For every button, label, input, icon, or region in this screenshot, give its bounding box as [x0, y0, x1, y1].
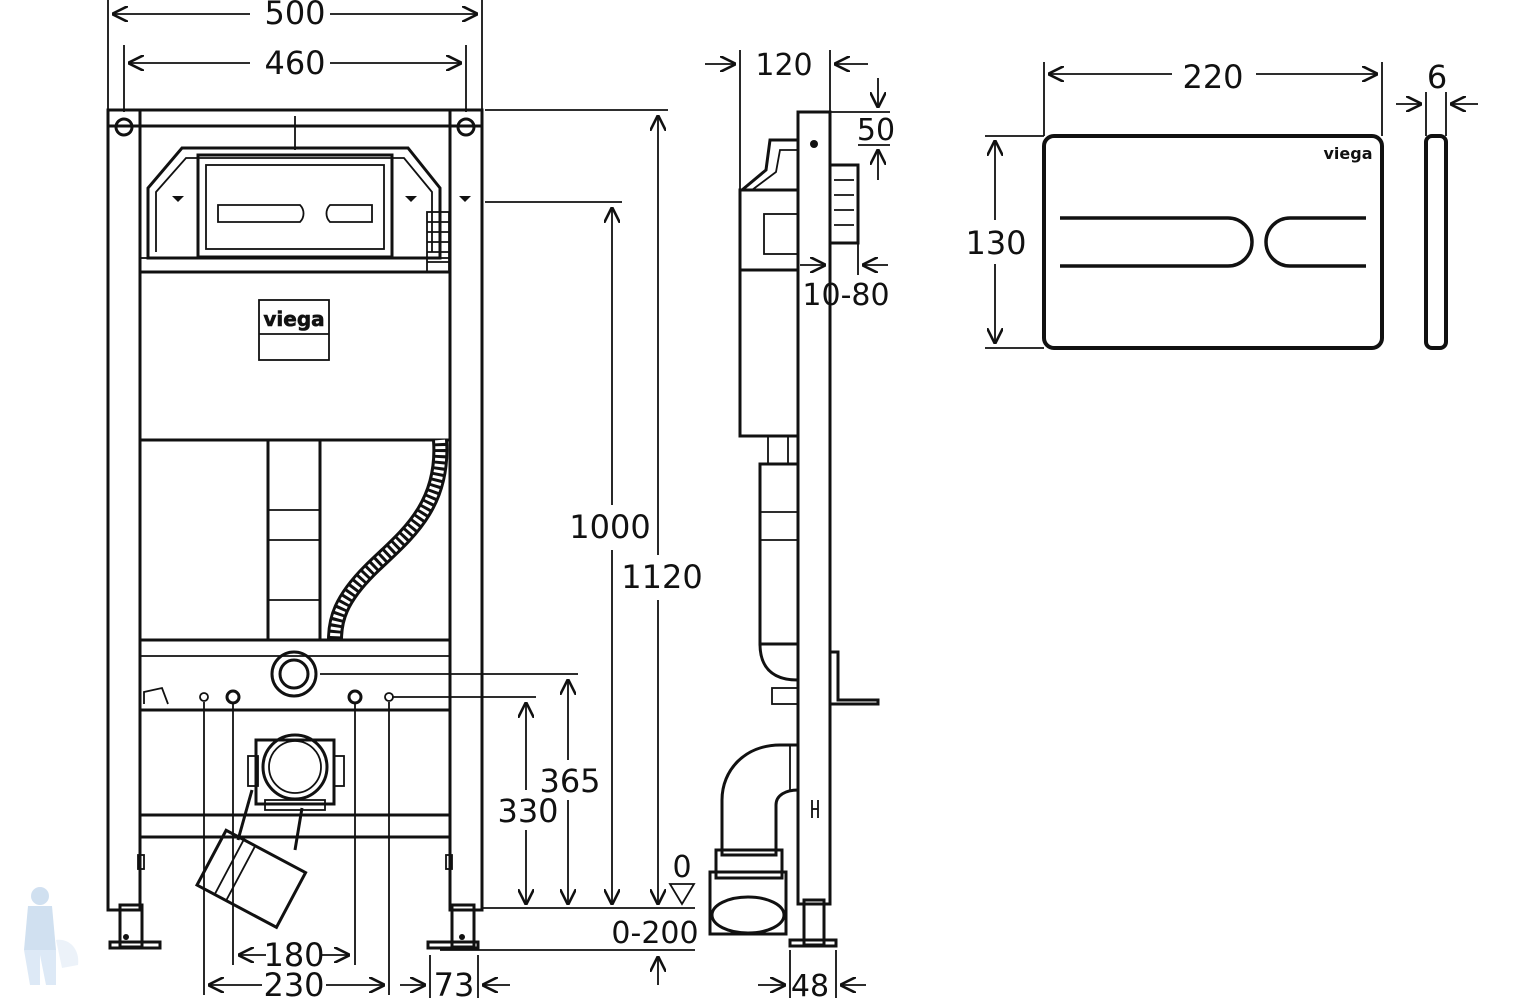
dim-height-365: 365: [539, 762, 600, 800]
side-wall-panel: [828, 163, 860, 245]
flush-outlet: [270, 650, 318, 698]
side-bracket: [830, 650, 880, 706]
cistern-body: [138, 270, 452, 442]
dim-floor-zero: 0: [672, 850, 691, 885]
front-view-frame: viega: [106, 108, 484, 950]
left-post: [106, 108, 142, 912]
side-drain-bend: [720, 743, 799, 857]
plate-brand-logo: viega: [1323, 144, 1372, 163]
drain-outlet: [261, 733, 329, 801]
dim-plate-height: 130: [965, 224, 1026, 262]
mount-hole-left: [114, 117, 134, 137]
dim-height-1120: 1120: [621, 558, 702, 596]
dim-spacing-180: 180: [263, 936, 324, 974]
dim-depth-120: 120: [755, 48, 812, 83]
bottom-rail: [138, 813, 452, 839]
side-foot: [802, 898, 826, 947]
floor-level-marker: [668, 883, 696, 906]
lower-rail: [138, 638, 452, 712]
dim-height-1000: 1000: [569, 508, 650, 546]
dim-top-50: 50: [857, 113, 895, 148]
side-view: [708, 110, 880, 948]
right-post: [448, 108, 484, 912]
dim-width-inner: 460: [264, 44, 325, 82]
flush-plate-body: [1042, 134, 1384, 350]
side-pipe: [758, 462, 800, 646]
flexible-hose: [327, 439, 449, 641]
drain-bend-pipe: [194, 828, 308, 930]
dim-plate-width: 220: [1182, 58, 1243, 96]
brand-label-box: [258, 299, 330, 361]
dim-foot-48: 48: [791, 969, 829, 1000]
side-cistern-body: [738, 268, 800, 438]
flush-plate-frame: [196, 153, 394, 259]
dim-offset-73: 73: [434, 966, 475, 1000]
flush-button-left-outline: [217, 204, 305, 223]
mount-hole-right: [456, 117, 476, 137]
brand-label: viega: [263, 307, 324, 331]
plumber-watermark-icon: [24, 887, 79, 985]
flush-plate-side: [1424, 134, 1448, 350]
dim-floor-range: 0-200: [611, 916, 698, 951]
dim-spacing-230: 230: [263, 966, 324, 1000]
flush-button-right-outline: [325, 204, 373, 223]
front-view-dimensions: 500 460 1120 1000 365 330 0 0-200 180: [107, 0, 703, 1000]
flush-plate: viega: [1042, 134, 1448, 350]
flush-plate-dimensions: 220 130 6: [965, 58, 1478, 349]
flush-button-large: [1060, 216, 1254, 268]
flush-button-small: [1264, 216, 1366, 268]
dim-width-outer: 500: [264, 0, 325, 32]
side-view-dimensions: 120 50 10-80 48: [705, 48, 895, 1000]
dim-plate-thickness: 6: [1427, 58, 1447, 96]
side-post: [796, 110, 832, 906]
dim-wall-10-80: 10-80: [802, 278, 889, 313]
dim-height-330: 330: [497, 792, 558, 830]
side-cistern-top: [738, 188, 800, 272]
